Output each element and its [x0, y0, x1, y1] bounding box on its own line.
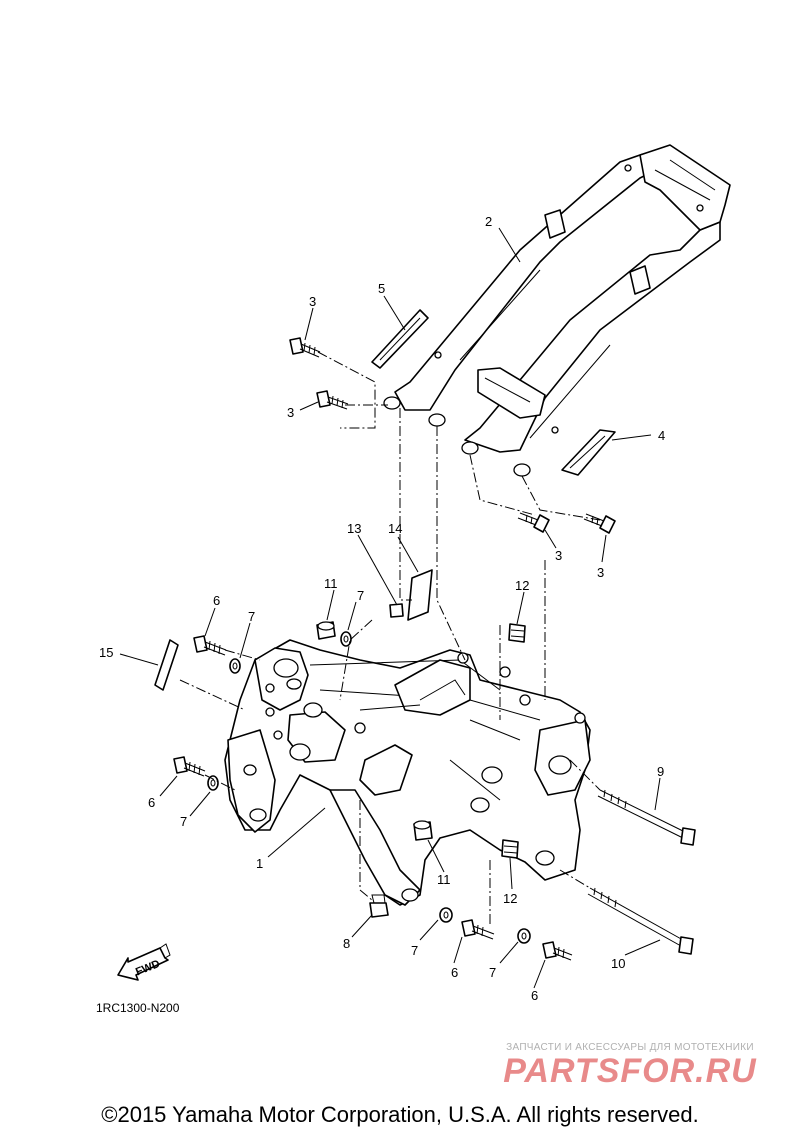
callout-15: 15	[99, 645, 113, 660]
bolt-part-6-bottom-center[interactable]	[461, 919, 495, 940]
callout-7-e: 7	[489, 965, 496, 980]
rear-frame-part-2[interactable]	[383, 144, 731, 477]
washer-part-7-a[interactable]	[229, 658, 241, 674]
bolt-part-6-bottom-right[interactable]	[542, 941, 573, 961]
callout-10: 10	[611, 956, 625, 971]
callout-11-b: 11	[437, 872, 451, 887]
callout-13: 13	[347, 521, 361, 536]
copyright-notice: ©2015 Yamaha Motor Corporation, U.S.A. A…	[101, 1102, 699, 1127]
callout-leaders	[119, 227, 661, 989]
assembly-lines	[179, 351, 601, 925]
bolt-part-3-lower-center[interactable]	[517, 512, 550, 533]
plate-part-5[interactable]	[371, 309, 429, 369]
callout-6-d: 6	[531, 988, 538, 1003]
callout-3-a: 3	[309, 294, 316, 309]
fwd-arrow-icon: FWD	[117, 943, 171, 981]
bolt-part-8[interactable]	[369, 894, 389, 918]
collar-part-11-lower[interactable]	[413, 820, 433, 841]
washer-part-7-c[interactable]	[207, 775, 219, 791]
washer-part-7-b[interactable]	[340, 631, 352, 647]
main-frame-part-1[interactable]	[224, 639, 591, 906]
watermark-logo: PARTSFOR.RU	[503, 1052, 757, 1090]
callout-4: 4	[658, 428, 665, 443]
callout-3-d: 3	[597, 565, 604, 580]
callout-2: 2	[485, 214, 492, 229]
callout-6-a: 6	[213, 593, 220, 608]
callout-1: 1	[256, 856, 263, 871]
callout-7-d: 7	[411, 943, 418, 958]
callout-3-b: 3	[287, 405, 294, 420]
callout-6-c: 6	[451, 965, 458, 980]
callout-14: 14	[388, 521, 402, 536]
callout-8: 8	[343, 936, 350, 951]
washer-part-7-e[interactable]	[517, 928, 531, 944]
watermark: ЗАПЧАСТИ И АКСЕССУАРЫ ДЛЯ МОТОТЕХНИКИ PA…	[470, 1042, 790, 1089]
callout-11-a: 11	[324, 576, 338, 591]
plate-part-4[interactable]	[561, 429, 616, 476]
bolt-part-6-upper[interactable]	[193, 635, 227, 656]
bolt-part-9-long-upper[interactable]	[597, 789, 696, 846]
nut-part-13[interactable]	[389, 603, 404, 618]
bolt-part-12-lower[interactable]	[501, 839, 519, 859]
callout-9: 9	[657, 764, 664, 779]
bolt-part-10-long-lower[interactable]	[587, 887, 694, 955]
bolt-part-3-lower-left[interactable]	[316, 390, 349, 410]
callout-7-c: 7	[180, 814, 187, 829]
diagram-code: 1RC1300-N200	[96, 1001, 180, 1015]
callout-12-a: 12	[515, 578, 529, 593]
callout-numbers: 1 2 3 3 3 3 4 5 6 6 6 6 7 7 7 7 7 8 9 10…	[99, 214, 665, 1003]
washer-part-7-d[interactable]	[439, 907, 453, 923]
bolt-part-6-left[interactable]	[173, 756, 206, 777]
callout-5: 5	[378, 281, 385, 296]
callout-6-b: 6	[148, 795, 155, 810]
plate-part-15[interactable]	[154, 639, 179, 691]
callout-3-c: 3	[555, 548, 562, 563]
callout-12-b: 12	[503, 891, 517, 906]
label-part-14[interactable]	[407, 569, 433, 621]
watermark-subtitle: ЗАПЧАСТИ И АКСЕССУАРЫ ДЛЯ МОТОТЕХНИКИ	[506, 1042, 754, 1053]
bolt-part-3-upper-left[interactable]	[289, 337, 321, 358]
bolt-part-3-lower-right[interactable]	[583, 513, 616, 534]
callout-7-a: 7	[248, 609, 255, 624]
bolt-part-12-upper[interactable]	[508, 623, 526, 643]
nut-part-11-upper[interactable]	[316, 621, 336, 640]
callout-7-b: 7	[357, 588, 364, 603]
